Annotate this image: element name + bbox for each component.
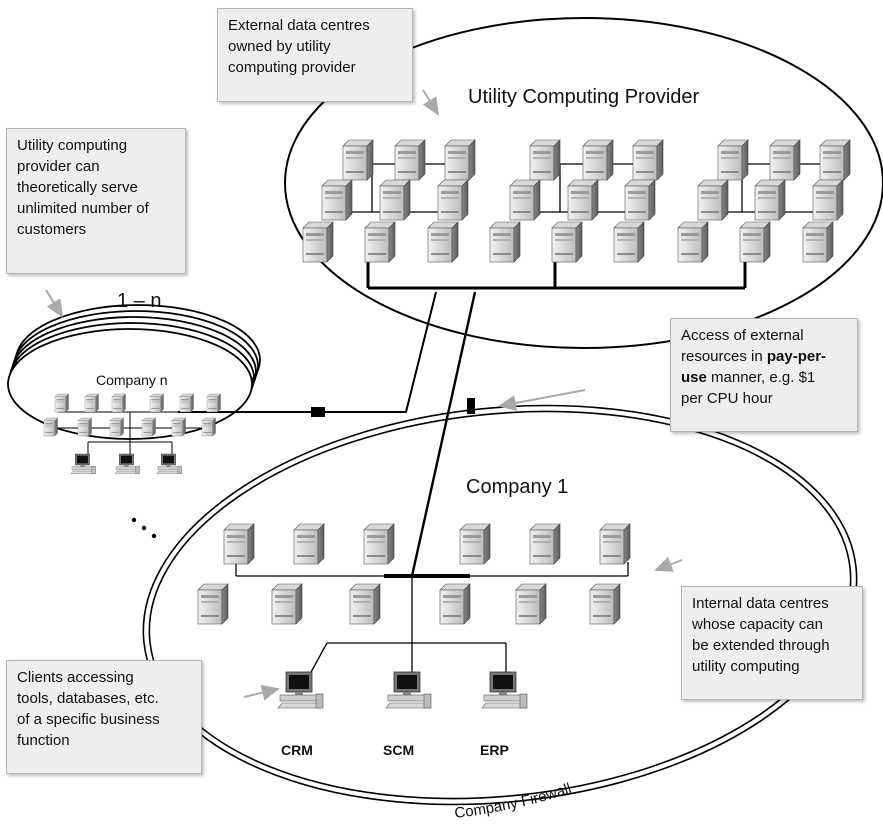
company1-link bbox=[410, 291, 477, 577]
firewall-label: Company Firewall bbox=[453, 780, 573, 822]
erp-label: ERP bbox=[480, 742, 509, 758]
company-n-label: Company n bbox=[96, 372, 168, 388]
more-companies-dots bbox=[131, 517, 157, 539]
clients-callout: Clients accessing tools, databases, etc.… bbox=[6, 660, 202, 774]
external-data-centres-callout: External data centres owned by utility c… bbox=[217, 8, 413, 102]
company1-firewall-boundary bbox=[142, 404, 858, 806]
company1-clients bbox=[277, 671, 528, 709]
provider-boundary bbox=[284, 17, 883, 349]
internal-data-centres-callout: Internal data centres whose capacity can… bbox=[681, 586, 863, 700]
provider-servers bbox=[302, 139, 851, 263]
provider-title: Utility Computing Provider bbox=[468, 86, 700, 108]
crm-client-icon bbox=[277, 671, 324, 709]
company-count-label: 1 – n bbox=[117, 290, 162, 312]
scm-label: SCM bbox=[383, 742, 415, 758]
pay-per-use-callout: Access of external resources in pay-per-… bbox=[670, 318, 858, 432]
callout-arrows bbox=[45, 89, 683, 701]
company-n-link bbox=[178, 291, 437, 417]
unlimited-customers-callout: Utility computing provider can theoretic… bbox=[6, 128, 186, 274]
erp-client-icon bbox=[481, 671, 528, 709]
provider-bus bbox=[366, 262, 747, 290]
company1-title: Company 1 bbox=[466, 476, 569, 498]
scm-client-icon bbox=[385, 671, 432, 709]
crm-label: CRM bbox=[281, 742, 313, 758]
